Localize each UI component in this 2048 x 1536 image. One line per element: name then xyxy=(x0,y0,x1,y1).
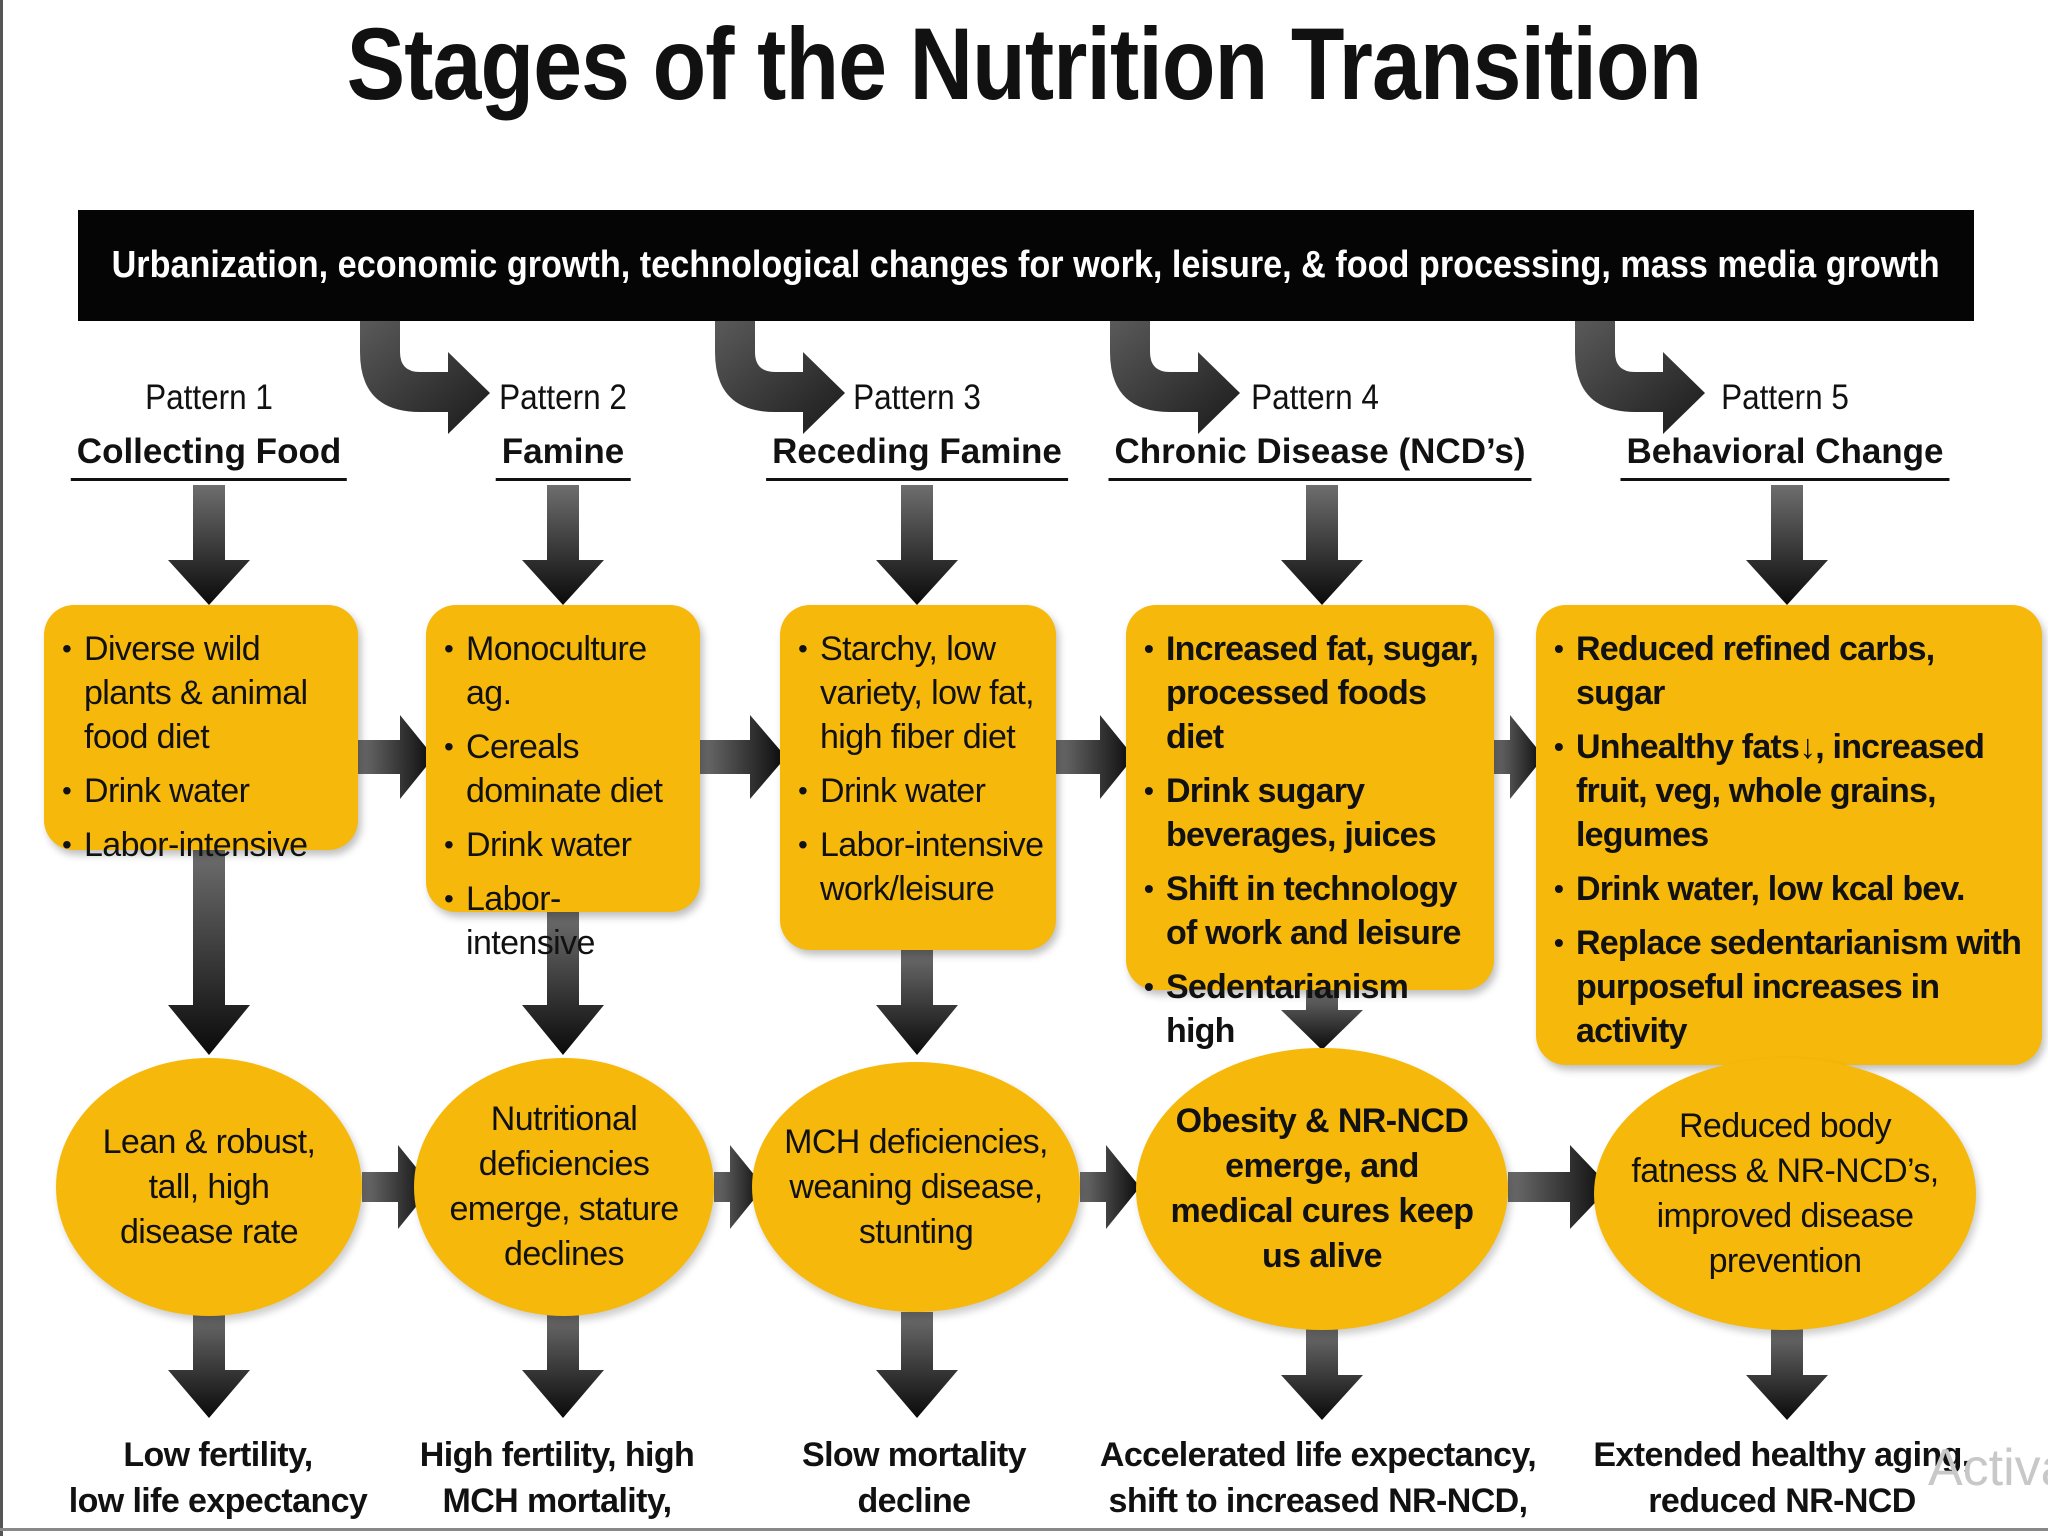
activation-watermark: Activa xyxy=(1928,1439,2048,1497)
diet-item: Cereals dominate diet xyxy=(440,725,688,813)
pattern-3-number: Pattern 3 xyxy=(853,378,981,417)
down-arrow-diet-to-effect-3 xyxy=(876,950,958,1055)
outcome-pattern-4: Accelerated life expectancy, shift to in… xyxy=(1099,1432,1537,1524)
diet-item: Replace sedentarianism with purposeful i… xyxy=(1550,921,2030,1053)
curved-arrow-to-pattern-5 xyxy=(1575,321,1705,434)
right-arrow-effect-4-to-5 xyxy=(1508,1145,1610,1229)
outcome-pattern-1: Low fertility, low life expectancy xyxy=(69,1432,368,1524)
diet-box-pattern-4: Increased fat, sugar, processed foods di… xyxy=(1126,605,1494,1050)
diet-item: Shift in technology of work and leisure xyxy=(1140,867,1482,955)
outcome-pattern-2: High fertility, high MCH mortality, xyxy=(419,1432,695,1524)
diet-box-pattern-1: Diverse wild plants & animal food diet D… xyxy=(44,605,358,867)
diet-item: Unhealthy fats↓, increased fruit, veg, w… xyxy=(1550,725,2030,857)
diet-item: Labor-intensive xyxy=(440,877,688,965)
diet-item: Labor-intensive xyxy=(58,823,346,867)
diet-box-pattern-5: Reduced refined carbs, sugar Unhealthy f… xyxy=(1536,605,2042,1065)
outcome-line: decline xyxy=(857,1482,972,1520)
effect-text: Obesity & NR-NCD emerge, and medical cur… xyxy=(1170,1102,1475,1275)
outcome-pattern-3: Slow mortality decline xyxy=(802,1432,1027,1524)
diet-item: Drink water xyxy=(440,823,688,867)
curved-arrow-to-pattern-2 xyxy=(360,321,490,434)
down-arrow-effect-to-outcome-3 xyxy=(876,1312,958,1418)
right-arrow-diet-1-to-2 xyxy=(358,715,434,799)
curved-arrow-to-pattern-3 xyxy=(715,321,845,434)
outcome-pattern-5: Extended healthy aging, reduced NR-NCD xyxy=(1593,1432,1971,1524)
diet-item: Labor-intensive work/leisure xyxy=(794,823,1044,911)
down-arrow-title-to-diet-1 xyxy=(168,485,250,605)
effect-ellipse-pattern-5: Reduced body fatness & NR-NCD’s, improve… xyxy=(1594,1058,1976,1330)
diet-item: Drink water xyxy=(794,769,1044,813)
diet-item: Monoculture ag. xyxy=(440,627,688,715)
curved-arrow-to-pattern-4 xyxy=(1110,321,1240,434)
pattern-5-name: Behavioral Change xyxy=(1620,430,1950,481)
diet-item: Drink water, low kcal bev. xyxy=(1550,867,2030,911)
outcome-line: Low fertility, xyxy=(123,1436,313,1474)
diet-box-pattern-3: Starchy, low variety, low fat, high fibe… xyxy=(780,605,1056,950)
pattern-3-name: Receding Famine xyxy=(766,430,1068,481)
right-arrow-effect-3-to-4 xyxy=(1080,1145,1140,1229)
pattern-4-name: Chronic Disease (NCD’s) xyxy=(1108,430,1532,481)
pattern-5-number: Pattern 5 xyxy=(1721,378,1849,417)
diet-item: Diverse wild plants & animal food diet xyxy=(58,627,346,759)
down-arrow-effect-to-outcome-2 xyxy=(522,1312,604,1418)
effect-text: Nutritional deficiencies emerge, stature… xyxy=(449,1100,679,1273)
outcome-line: low life expectancy xyxy=(68,1482,368,1520)
effect-ellipse-pattern-4: Obesity & NR-NCD emerge, and medical cur… xyxy=(1136,1048,1508,1330)
effect-text: Lean & robust, tall, high disease rate xyxy=(102,1122,316,1251)
down-arrow-effect-to-outcome-4 xyxy=(1281,1328,1363,1420)
right-arrow-effect-2-to-3 xyxy=(714,1145,764,1229)
diet-item: Drink sugary beverages, juices xyxy=(1140,769,1482,857)
diet-item: Drink water xyxy=(58,769,346,813)
left-edge-line xyxy=(0,0,3,1536)
outcome-line: reduced NR-NCD xyxy=(1648,1482,1916,1520)
pattern-2-name: Famine xyxy=(495,430,631,481)
outcome-line: MCH mortality, xyxy=(442,1482,673,1520)
page-title: Stages of the Nutrition Transition xyxy=(346,7,1703,121)
pattern-4-number: Pattern 4 xyxy=(1251,378,1379,417)
down-arrow-title-to-diet-5 xyxy=(1746,485,1828,605)
effect-text: Reduced body fatness & NR-NCD’s, improve… xyxy=(1631,1107,1939,1280)
down-arrow-title-to-diet-3 xyxy=(876,485,958,605)
pattern-1-number: Pattern 1 xyxy=(145,378,273,417)
outcome-line: shift to increased NR-NCD, xyxy=(1108,1482,1529,1520)
down-arrow-title-to-diet-4 xyxy=(1281,485,1363,605)
bottom-edge-line xyxy=(0,1528,2048,1531)
effect-ellipse-pattern-3: MCH deficiencies, weaning disease, stunt… xyxy=(752,1062,1080,1312)
diet-item: Sedentarianism high xyxy=(1140,965,1482,1053)
diet-item: Increased fat, sugar, processed foods di… xyxy=(1140,627,1482,759)
diet-box-pattern-2: Monoculture ag. Cereals dominate diet Dr… xyxy=(426,605,700,962)
right-arrow-diet-3-to-4 xyxy=(1056,715,1134,799)
down-arrow-diet-to-effect-1 xyxy=(168,850,250,1055)
down-arrow-effect-to-outcome-1 xyxy=(168,1312,250,1418)
outcome-line: Accelerated life expectancy, xyxy=(1099,1436,1537,1474)
right-arrow-effect-1-to-2 xyxy=(362,1145,432,1229)
drivers-banner: Urbanization, economic growth, technolog… xyxy=(78,210,1974,321)
down-arrow-diet-to-effect-2 xyxy=(522,912,604,1055)
effect-text: MCH deficiencies, weaning disease, stunt… xyxy=(784,1122,1048,1251)
effect-ellipse-pattern-2: Nutritional deficiencies emerge, stature… xyxy=(414,1058,714,1316)
diet-item: Starchy, low variety, low fat, high fibe… xyxy=(794,627,1044,759)
outcome-line: High fertility, high xyxy=(419,1436,695,1474)
effect-ellipse-pattern-1: Lean & robust, tall, high disease rate xyxy=(56,1058,362,1316)
pattern-1-name: Collecting Food xyxy=(70,430,348,481)
down-arrow-title-to-diet-2 xyxy=(522,485,604,605)
drivers-banner-text: Urbanization, economic growth, technolog… xyxy=(111,244,1941,286)
outcome-line: Extended healthy aging, xyxy=(1593,1436,1971,1474)
diet-item: Reduced refined carbs, sugar xyxy=(1550,627,2030,715)
down-arrow-effect-to-outcome-5 xyxy=(1746,1328,1828,1420)
right-arrow-diet-4-to-5 xyxy=(1494,715,1544,799)
outcome-line: Slow mortality xyxy=(802,1436,1027,1474)
right-arrow-diet-2-to-3 xyxy=(700,715,786,799)
pattern-2-number: Pattern 2 xyxy=(499,378,627,417)
